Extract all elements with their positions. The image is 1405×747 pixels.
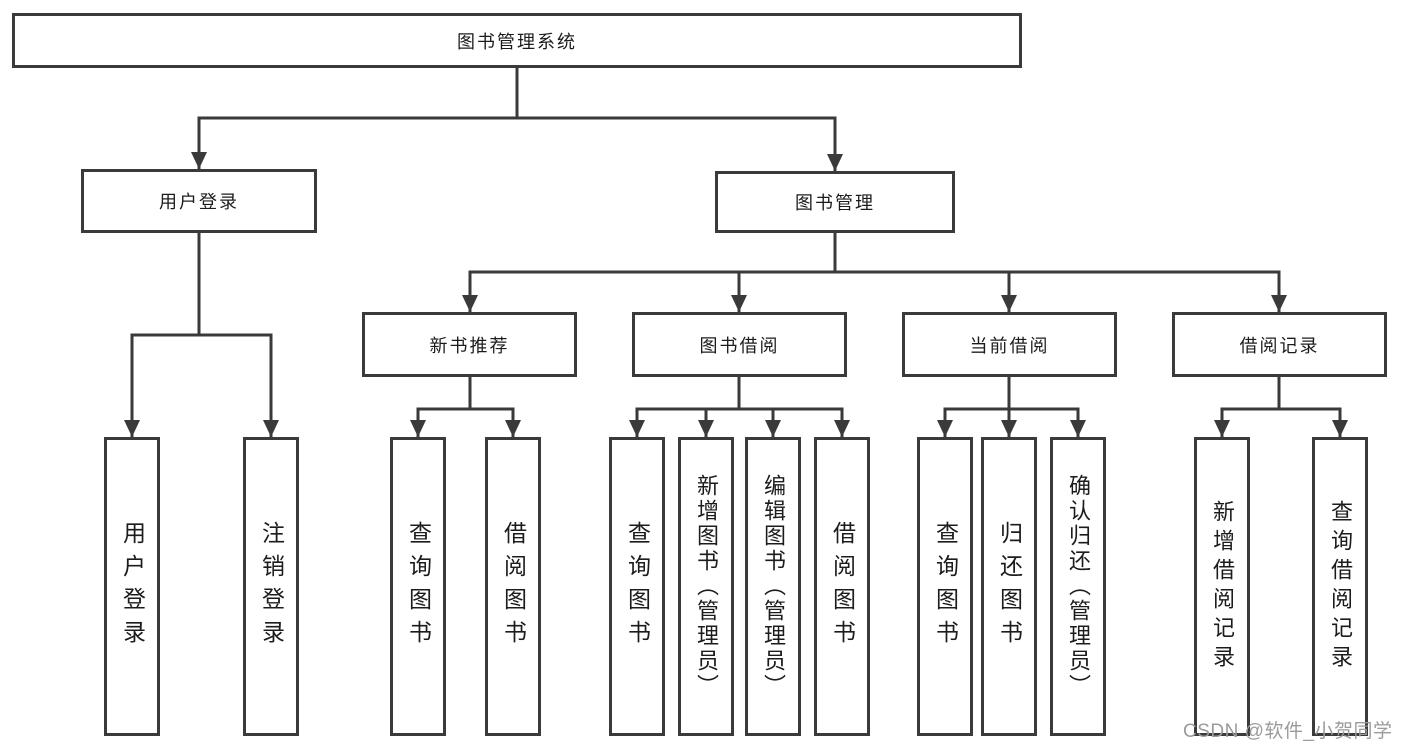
leaf-return-books: 归还图书 (981, 437, 1037, 736)
leaf-label: 借阅图书 (500, 520, 527, 653)
node-new-book-recommend: 新书推荐 (362, 312, 577, 377)
leaf-confirm-return-admin: 确认归还（管理员） (1050, 437, 1106, 736)
leaf-label: 查询图书 (405, 520, 432, 653)
node-current-borrow: 当前借阅 (902, 312, 1117, 377)
leaf-query-borrow-record: 查询借阅记录 (1312, 437, 1368, 736)
leaf-label: 新增借阅记录 (1210, 499, 1235, 674)
node-root: 图书管理系统 (12, 13, 1022, 68)
node-label: 图书管理 (795, 193, 875, 213)
leaf-label: 查询借阅记录 (1328, 499, 1353, 674)
node-label: 新书推荐 (429, 335, 510, 356)
leaf-borrow-books-recommend: 借阅图书 (485, 437, 541, 736)
node-user-login: 用户登录 (81, 169, 317, 233)
leaf-label: 编辑图书（管理员） (761, 474, 786, 699)
leaf-user-login: 用户登录 (104, 437, 160, 736)
leaf-label: 查询图书 (624, 520, 651, 653)
node-borrow-records: 借阅记录 (1172, 312, 1387, 377)
leaf-label: 确认归还（管理员） (1066, 474, 1091, 699)
leaf-label: 新增图书（管理员） (694, 474, 719, 699)
leaf-edit-books-admin: 编辑图书（管理员） (745, 437, 801, 736)
leaf-label: 借阅图书 (829, 520, 856, 653)
leaf-query-books-current: 查询图书 (917, 437, 973, 736)
leaf-query-books-recommend: 查询图书 (390, 437, 446, 736)
leaf-add-borrow-record: 新增借阅记录 (1194, 437, 1250, 736)
node-book-borrow: 图书借阅 (632, 312, 847, 377)
node-label: 图书借阅 (699, 335, 780, 356)
leaf-label: 归还图书 (996, 520, 1023, 653)
watermark-text: CSDN @软件_小贺同学 (1183, 721, 1393, 742)
node-label: 当前借阅 (969, 335, 1050, 356)
leaf-label: 查询图书 (932, 520, 959, 653)
node-label: 借阅记录 (1239, 335, 1320, 356)
leaf-label: 用户登录 (119, 520, 146, 653)
node-label: 用户登录 (159, 192, 239, 212)
leaf-query-books-borrow: 查询图书 (609, 437, 665, 736)
leaf-label: 注销登录 (258, 520, 285, 653)
leaf-logout: 注销登录 (243, 437, 299, 736)
node-book-management: 图书管理 (715, 171, 955, 233)
leaf-add-books-admin: 新增图书（管理员） (678, 437, 734, 736)
node-label: 图书管理系统 (457, 31, 577, 52)
leaf-borrow-books: 借阅图书 (814, 437, 870, 736)
